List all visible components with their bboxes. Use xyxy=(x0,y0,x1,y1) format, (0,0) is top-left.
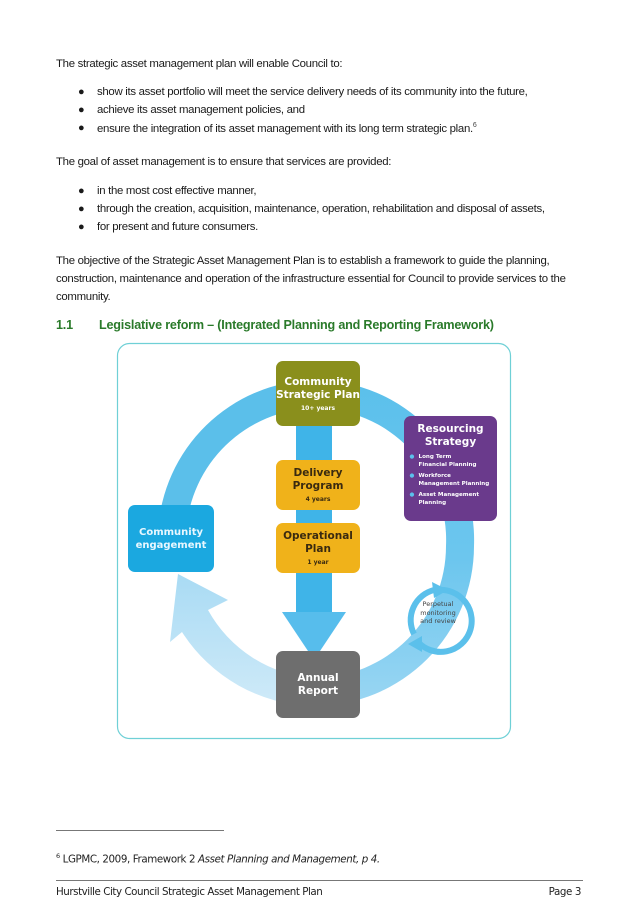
bullet-icon: ● xyxy=(409,454,415,460)
annual-report-box: Annual Report xyxy=(276,651,360,718)
footnote-number: 6 xyxy=(56,852,60,860)
delivery-program-box: Delivery Program 4 years xyxy=(276,460,360,510)
box-title: Strategic Plan xyxy=(276,388,360,401)
resourcing-item-line: Asset Management xyxy=(418,492,480,498)
resourcing-item-line: Planning xyxy=(418,500,447,506)
objective-line: construction, maintenance and operation … xyxy=(56,273,566,285)
box-subtitle: 1 year xyxy=(307,559,329,566)
box-title: Strategy xyxy=(424,436,477,448)
vertical-flow-arrowhead xyxy=(282,612,346,660)
footnote-separator xyxy=(56,830,224,831)
list-item-text: for present and future consumers. xyxy=(97,221,259,233)
goal-paragraph: The goal of asset management is to ensur… xyxy=(56,156,392,168)
monitoring-label-line: Perpetual xyxy=(422,600,454,608)
footnote-reference[interactable]: 6 xyxy=(472,122,477,129)
bullet-icon: ● xyxy=(78,122,85,134)
section-title: Legislative reform – (Integrated Plannin… xyxy=(99,318,494,332)
bullet-icon: ● xyxy=(78,221,85,233)
footnote: 6 LGPMC, 2009, Framework 2 Asset Plannin… xyxy=(56,852,380,865)
monitoring-cycle-icon xyxy=(407,582,475,655)
intro-paragraph: The strategic asset management plan will… xyxy=(56,58,343,70)
objective-line: The objective of the Strategic Asset Man… xyxy=(56,255,550,267)
box-title: Program xyxy=(292,480,344,492)
bullet-icon: ● xyxy=(78,86,85,98)
box-title: engagement xyxy=(135,539,207,551)
monitoring-label-line: monitoring xyxy=(420,608,456,617)
box-title: Report xyxy=(297,684,339,697)
bullet-icon: ● xyxy=(409,473,415,479)
ipr-framework-diagram: Community Strategic Plan 10+ years Deliv… xyxy=(116,342,512,740)
footer-page-number: Page 3 xyxy=(548,886,582,898)
resourcing-item-line: Financial Planning xyxy=(418,462,477,468)
monitoring-label-line: and review xyxy=(420,617,456,625)
footer-rule xyxy=(56,880,583,881)
resourcing-item-line: Workforce xyxy=(418,473,451,479)
resourcing-item: ● Long Term Financial Planning xyxy=(410,453,492,469)
resourcing-strategy-box: Resourcing Strategy ● Long Term Financia… xyxy=(404,416,497,521)
box-title: Annual xyxy=(297,671,339,684)
operational-plan-box: Operational Plan 1 year xyxy=(276,523,360,573)
bullet-icon: ● xyxy=(78,104,85,116)
monitoring-label: Perpetual monitoring and review xyxy=(400,600,476,626)
bullet-icon: ● xyxy=(409,492,415,498)
resourcing-item: ● Asset Management Planning xyxy=(410,491,492,507)
list-item-text: ensure the integration of its asset mana… xyxy=(97,122,477,135)
box-subtitle: 10+ years xyxy=(300,404,336,412)
list-item-text: in the most cost effective manner, xyxy=(97,185,257,197)
objective-line: community. xyxy=(56,291,111,303)
community-engagement-box: Community engagement xyxy=(128,505,214,572)
box-title: Operational xyxy=(283,530,353,542)
footnote-italic-text: Asset Planning and Management, p 4. xyxy=(198,853,380,866)
community-strategic-plan-box: Community Strategic Plan 10+ years xyxy=(276,361,360,426)
box-title: Community xyxy=(284,375,352,388)
resourcing-item: ● Workforce Management Planning xyxy=(410,472,492,488)
vertical-flow-shaft xyxy=(296,412,332,612)
list-item-text: achieve its asset management policies, a… xyxy=(97,104,305,116)
list-item-text: through the creation, acquisition, maint… xyxy=(97,203,545,215)
bullet-icon: ● xyxy=(78,185,85,197)
box-subtitle: 4 years xyxy=(305,496,331,503)
resourcing-item-line: Long Term xyxy=(418,454,452,460)
footer-document-title: Hurstville City Council Strategic Asset … xyxy=(56,886,323,898)
list-item-text: show its asset portfolio will meet the s… xyxy=(97,86,528,98)
box-title: Plan xyxy=(305,543,331,555)
bullet-icon: ● xyxy=(78,203,85,215)
box-title: Resourcing xyxy=(417,423,484,435)
box-title: Delivery xyxy=(293,467,343,479)
list-item-text-main: ensure the integration of its asset mana… xyxy=(97,122,473,135)
resourcing-list: ● Long Term Financial Planning ● Workfor… xyxy=(410,453,492,507)
section-number: 1.1 xyxy=(56,318,73,332)
resourcing-item-line: Management Planning xyxy=(418,481,490,487)
box-title: Community xyxy=(138,526,203,538)
footnote-text: LGPMC, 2009, Framework 2 xyxy=(62,853,199,866)
